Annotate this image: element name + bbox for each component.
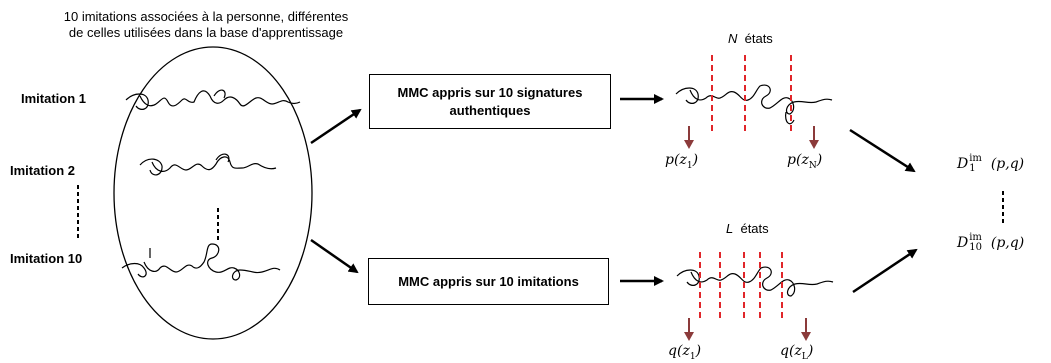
prob-q-z1: q(z1): [668, 343, 702, 362]
bottom-states-label: L états: [726, 221, 769, 236]
imitation-2-label: Imitation 2: [10, 163, 76, 178]
signature-imitation-2: [139, 153, 277, 176]
output-d1-symbol: D: [957, 156, 969, 172]
authentic-model-line-1: MMC appris sur 10 signatures: [397, 84, 583, 100]
output-d1-args: (p,q): [990, 156, 1025, 172]
imitations-ellipse: [113, 46, 313, 340]
signature-imitation-10: [121, 243, 281, 281]
signature-imitation-1: [125, 89, 301, 110]
caption-line-1: 10 imitations associées à la personne, d…: [63, 9, 349, 24]
segmented-signature-bottom: [676, 266, 834, 297]
prob-q-zL: q(zL): [780, 343, 814, 362]
arrow-to-imitation-model: [310, 238, 359, 274]
imitation-model-label: MMC appris sur 10 imitations: [398, 273, 579, 289]
segmented-signature-top: [675, 84, 833, 125]
state-boundaries-bottom: [699, 252, 783, 321]
top-states-var: N: [728, 31, 738, 46]
imitation-model-box: MMC appris sur 10 imitations: [368, 258, 609, 305]
top-states-label: N états: [728, 31, 773, 46]
state-boundaries-top: [711, 55, 792, 132]
arrow-bottom-to-output: [852, 248, 918, 294]
output-d1-sup: im: [969, 153, 982, 164]
output-d1-sub: 1: [969, 163, 976, 174]
bottom-states-word: états: [740, 221, 769, 236]
output-d10-symbol: D: [957, 235, 969, 251]
caption-line-2: de celles utilisées dans la base d'appre…: [68, 25, 344, 40]
imitation-1-label: Imitation 1: [21, 91, 87, 106]
authentic-model-box: MMC appris sur 10 signatures authentique…: [369, 74, 611, 129]
figure-caption: 10 imitations associées à la personne, d…: [0, 9, 412, 41]
imitation-10-label: Imitation 10: [10, 251, 83, 266]
output-d10-args: (p,q): [990, 235, 1025, 251]
prob-p-zN: p(zN): [787, 152, 823, 171]
arrow-top-to-output: [849, 128, 916, 173]
output-d10-sup: im: [969, 232, 982, 243]
prob-p-z1: p(z1): [665, 152, 699, 171]
arrow-to-authentic-model: [310, 108, 362, 145]
bottom-states-var: L: [726, 221, 734, 236]
authentic-model-line-2: authentiques: [449, 102, 531, 118]
top-states-word: états: [744, 31, 773, 46]
output-d10-sub: 10: [969, 242, 982, 253]
